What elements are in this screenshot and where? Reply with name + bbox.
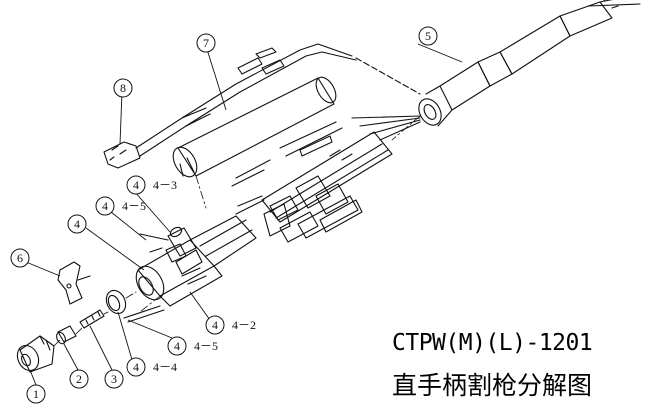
part-4-3-connector xyxy=(167,226,197,257)
svg-text:4－5: 4－5 xyxy=(122,199,146,213)
svg-text:4－2: 4－2 xyxy=(232,318,256,332)
callout-8: 8 xyxy=(113,78,133,98)
svg-text:4－4: 4－4 xyxy=(153,360,177,374)
svg-text:7: 7 xyxy=(203,36,209,50)
svg-text:4: 4 xyxy=(212,318,218,332)
part-4-torch-head xyxy=(135,215,257,307)
svg-text:4－3: 4－3 xyxy=(153,178,177,192)
drawing-title: 直手柄割枪分解图 xyxy=(392,371,593,400)
svg-text:4: 4 xyxy=(133,360,139,374)
svg-text:3: 3 xyxy=(111,372,117,386)
svg-text:4: 4 xyxy=(74,217,80,231)
assembly-axes xyxy=(53,115,421,347)
svg-text:1: 1 xyxy=(33,387,39,401)
svg-text:8: 8 xyxy=(120,81,126,95)
part-4-4-ring xyxy=(105,289,127,315)
svg-text:4－5: 4－5 xyxy=(194,339,218,353)
part-1-nozzle xyxy=(16,335,55,373)
part-8-switch-assembly xyxy=(103,43,421,169)
callout-4-5-lower: 4 4－5 xyxy=(167,336,218,356)
svg-text:4: 4 xyxy=(133,178,139,192)
callout-3: 3 xyxy=(104,369,124,389)
callout-4-2: 4 4－2 xyxy=(205,315,256,335)
part-4-5-pins xyxy=(123,233,169,323)
callout-5: 5 xyxy=(418,26,438,46)
callout-1: 1 xyxy=(26,384,46,404)
callout-4-3: 4 4－3 xyxy=(126,175,177,195)
callout-6: 6 xyxy=(10,248,30,268)
part-2-swirl-ring xyxy=(56,325,77,345)
svg-text:4: 4 xyxy=(174,339,180,353)
callout-4-4: 4 4－4 xyxy=(126,357,177,377)
leader-lines xyxy=(25,43,463,386)
callout-7: 7 xyxy=(196,33,216,53)
central-tube-bundle xyxy=(235,131,393,243)
svg-text:5: 5 xyxy=(425,29,431,43)
part-7-insulating-tube xyxy=(172,76,337,178)
svg-text:4: 4 xyxy=(102,199,108,213)
part-3-electrode xyxy=(79,309,105,329)
svg-text:2: 2 xyxy=(76,372,82,386)
model-number: CTPW(M)(L)-1201 xyxy=(392,330,593,356)
callout-4: 4 xyxy=(67,214,87,234)
svg-text:6: 6 xyxy=(17,251,23,265)
callouts: 1 2 3 4 4 4－2 4 4－3 4 4－4 xyxy=(10,26,438,404)
callout-4-5-upper: 4 4－5 xyxy=(95,196,146,216)
callout-2: 2 xyxy=(69,369,89,389)
part-6-spacer xyxy=(57,261,91,305)
part-5-cable-sleeve xyxy=(418,0,641,127)
lead-wires xyxy=(231,115,421,187)
